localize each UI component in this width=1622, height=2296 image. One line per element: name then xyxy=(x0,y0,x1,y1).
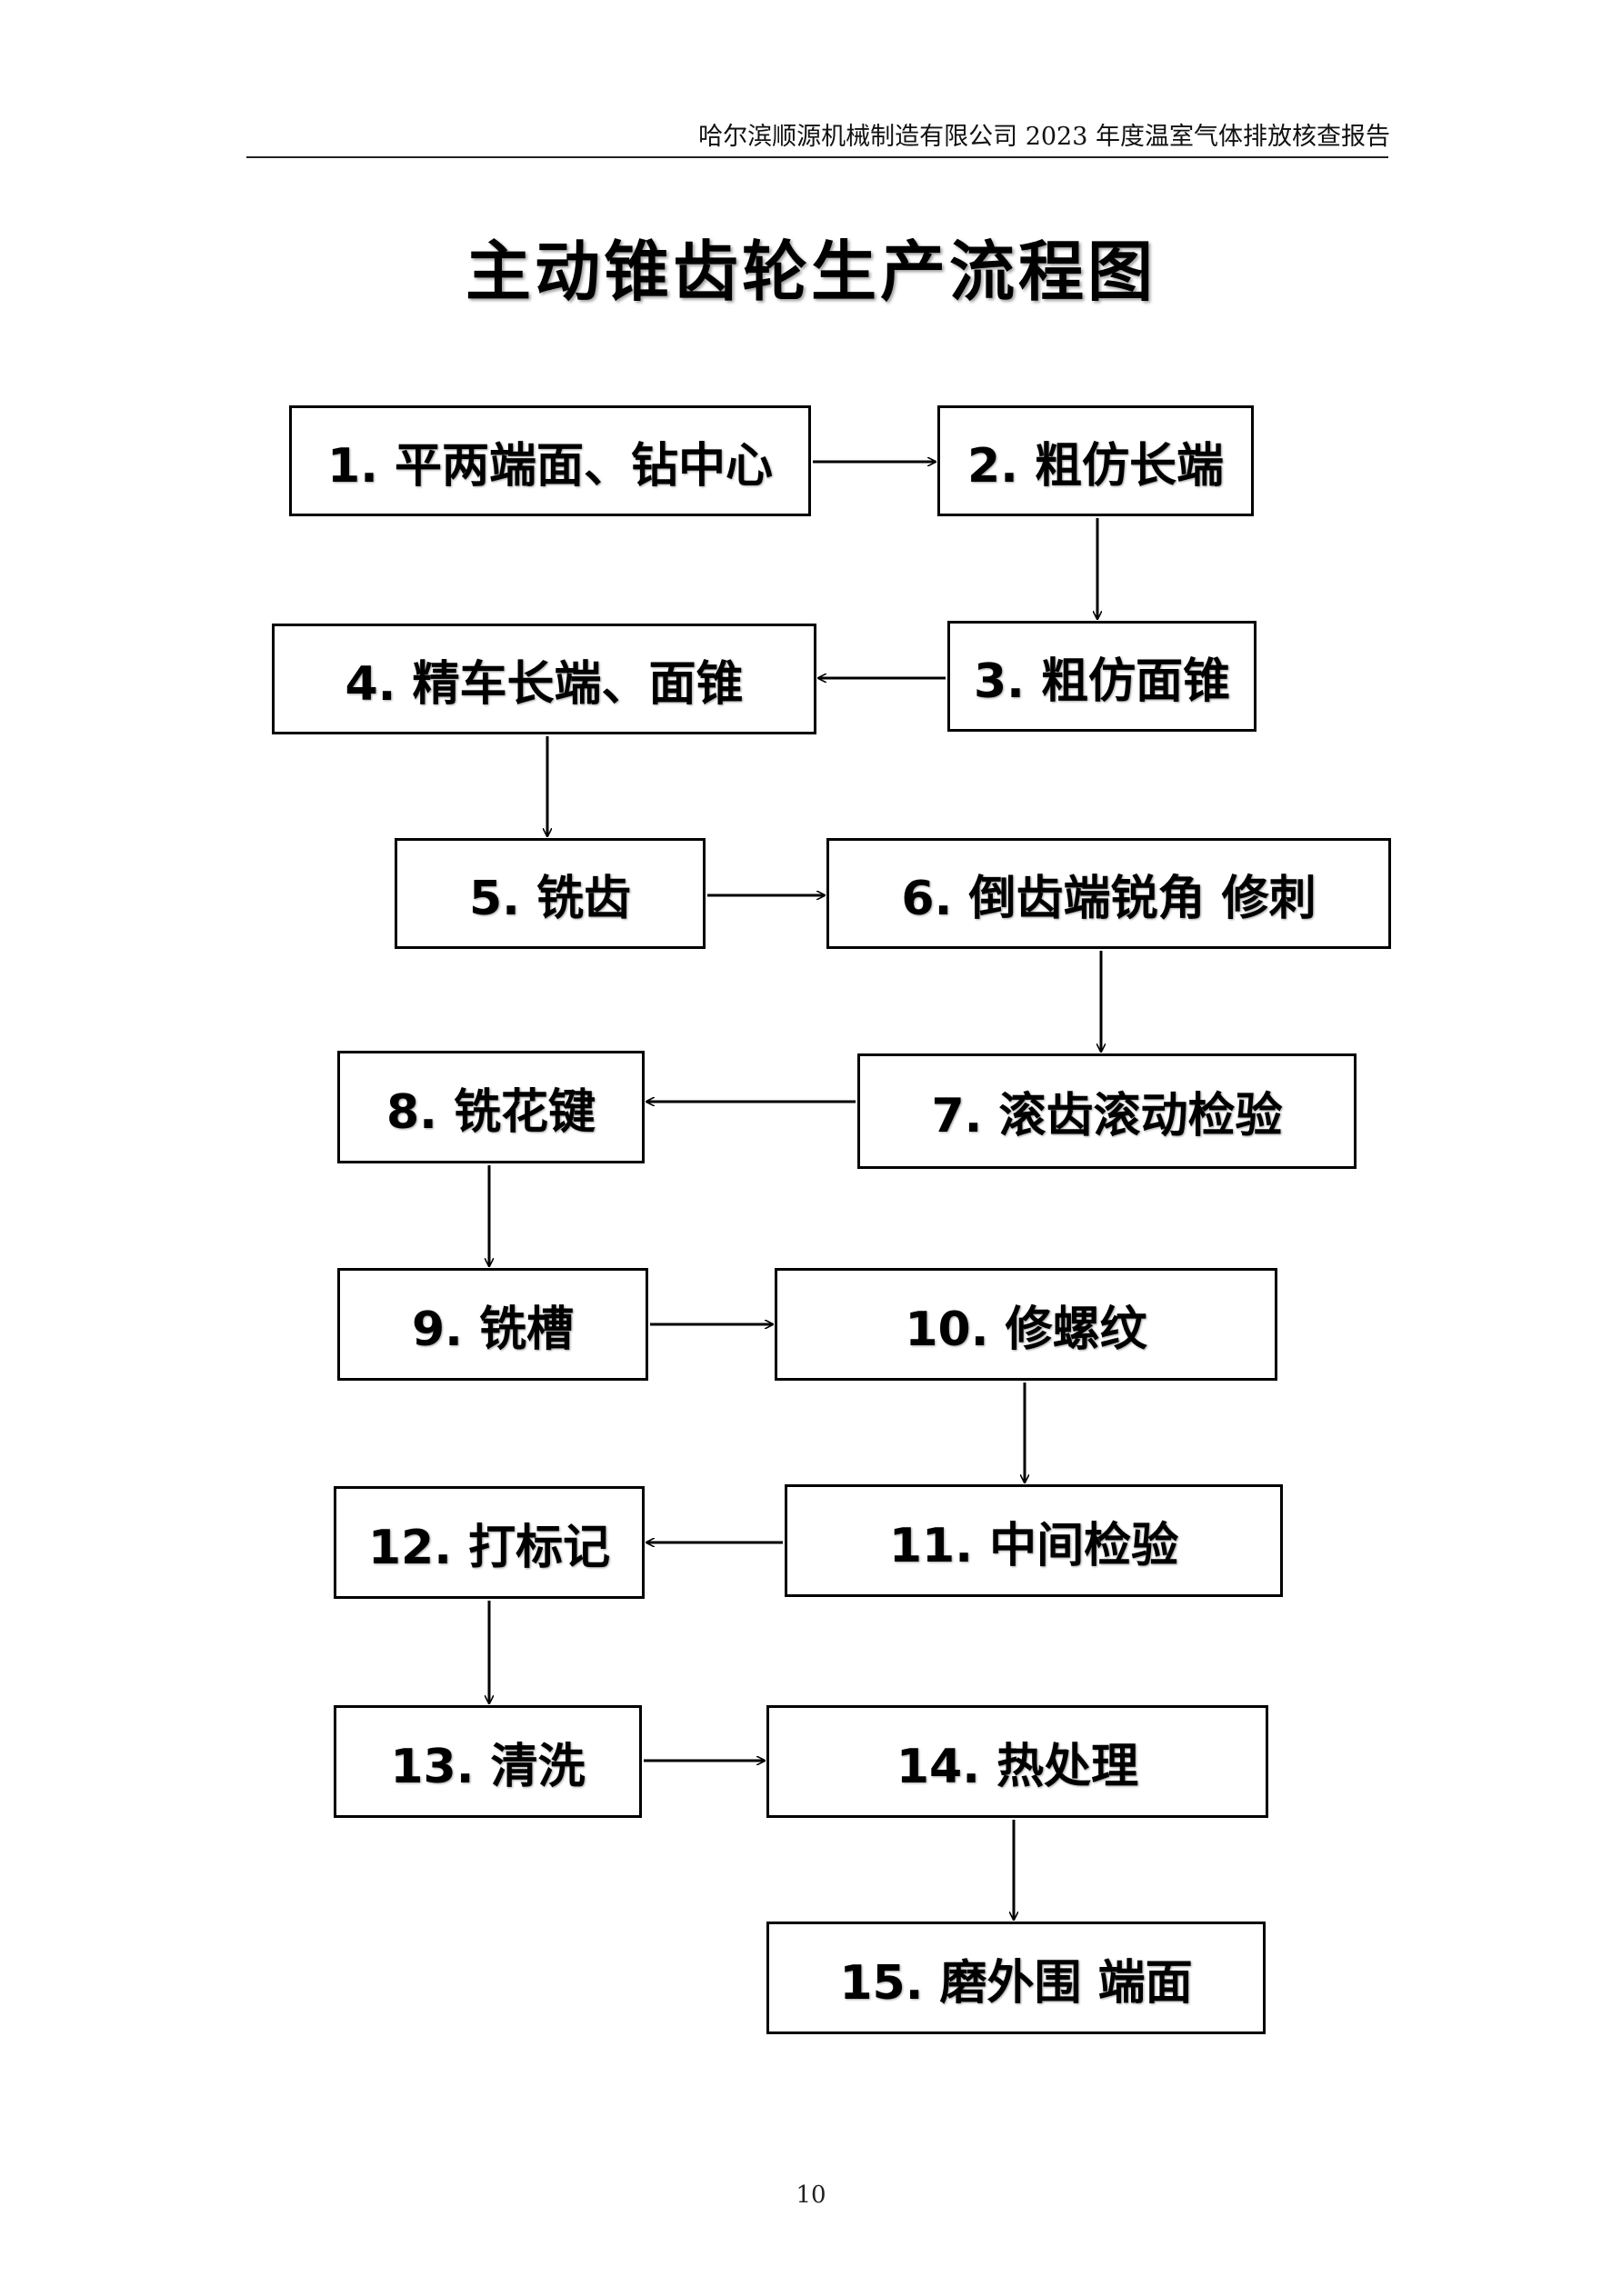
step-7-box: 7. 滚齿滚动检验 xyxy=(857,1053,1357,1169)
step-6-box: 6. 倒齿端锐角 修刺 xyxy=(826,838,1391,949)
step-12-box: 12. 打标记 xyxy=(334,1486,645,1599)
step-10-box: 10. 修螺纹 xyxy=(775,1268,1277,1381)
step-15-box: 15. 磨外围 端面 xyxy=(766,1922,1266,2034)
step-5-box: 5. 铣齿 xyxy=(395,838,706,949)
step-1-box: 1. 平两端面、钻中心 xyxy=(289,405,811,516)
diagram-title: 主动锥齿轮生产流程图 xyxy=(465,234,1156,310)
page-header: 哈尔滨顺源机械制造有限公司 2023 年度温室气体排放核查报告 xyxy=(698,123,1390,151)
step-8-box: 8. 铣花键 xyxy=(337,1051,645,1163)
step-13-box: 13. 清洗 xyxy=(334,1705,642,1818)
step-14-box: 14. 热处理 xyxy=(766,1705,1268,1818)
step-4-box: 4. 精车长端、面锥 xyxy=(272,624,816,734)
step-9-box: 9. 铣槽 xyxy=(337,1268,648,1381)
step-3-box: 3. 粗仿面锥 xyxy=(947,621,1257,732)
step-2-box: 2. 粗仿长端 xyxy=(937,405,1254,516)
step-11-box: 11. 中间检验 xyxy=(785,1484,1283,1597)
page-number: 10 xyxy=(796,2181,826,2209)
header-divider xyxy=(246,156,1388,158)
